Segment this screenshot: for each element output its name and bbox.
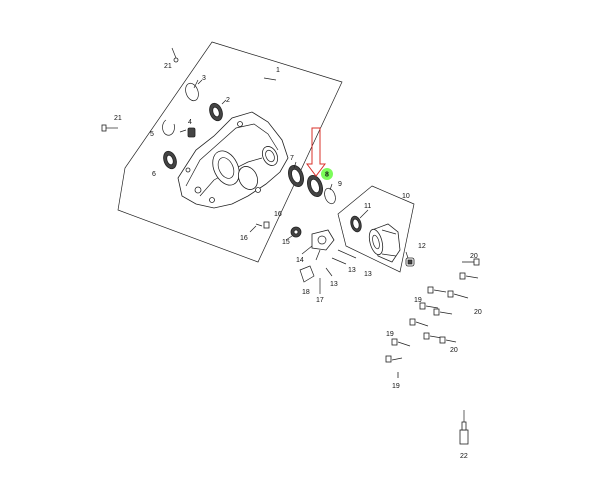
callout-12[interactable]: 12 (418, 243, 426, 250)
part-21-bolt-left[interactable] (101, 124, 118, 132)
part-8-seal[interactable] (305, 173, 326, 198)
callout-6[interactable]: 6 (152, 171, 156, 178)
callout-20-c[interactable]: 20 (450, 347, 458, 354)
part-6-seal[interactable] (161, 149, 178, 170)
highlight-disc (321, 168, 333, 180)
callout-21-b[interactable]: 21 (114, 115, 122, 122)
extension-group-frame (337, 185, 415, 273)
callout-13-b[interactable]: 13 (348, 267, 356, 274)
callout-21-a[interactable]: 21 (164, 63, 172, 70)
part-15-gear[interactable] (290, 226, 302, 238)
highlight-arrow (306, 127, 326, 177)
part-16-bolt[interactable] (255, 221, 270, 229)
callout-17[interactable]: 17 (316, 297, 324, 304)
callout-4[interactable]: 4 (188, 119, 192, 126)
part-12-plug[interactable] (405, 257, 415, 267)
callout-22[interactable]: 22 (460, 453, 468, 460)
callout-19-c[interactable]: 19 (392, 383, 400, 390)
part-4-bushing[interactable] (187, 127, 196, 138)
callout-13-c[interactable]: 13 (330, 281, 338, 288)
callout-8[interactable]: 8 (325, 172, 329, 179)
transfer-case-housing[interactable] (177, 111, 289, 209)
housing-group-frame (117, 41, 343, 263)
callout-labels: 1 2 3 4 5 6 7 8 9 10 11 12 13 13 13 14 1… (114, 63, 482, 460)
part-13-bolts[interactable] (325, 249, 357, 277)
part-9-o-ring[interactable] (323, 187, 338, 205)
callout-7[interactable]: 7 (290, 155, 294, 162)
callout-2[interactable]: 2 (226, 97, 230, 104)
callout-10[interactable]: 10 (402, 193, 410, 200)
part-10-extension-housing[interactable] (367, 223, 401, 263)
part-5-ring[interactable] (162, 119, 175, 136)
callout-19-a[interactable]: 19 (414, 297, 422, 304)
part-7-seal[interactable] (286, 163, 307, 188)
callout-9[interactable]: 9 (338, 181, 342, 188)
part-21-bolt-top[interactable] (171, 47, 179, 63)
part-14-sensor[interactable] (311, 229, 335, 261)
callout-20-b[interactable]: 20 (474, 309, 482, 316)
callout-13-a[interactable]: 13 (364, 271, 372, 278)
callout-20-a[interactable]: 20 (470, 253, 478, 260)
part-18-gasket[interactable] (299, 265, 315, 283)
callout-1[interactable]: 1 (276, 67, 280, 74)
callout-14[interactable]: 14 (296, 257, 304, 264)
part-2-seal[interactable] (207, 99, 227, 123)
part-3-snap-ring[interactable] (183, 79, 203, 103)
part-22-fluid-bottle[interactable] (459, 410, 469, 445)
callout-11[interactable]: 11 (364, 203, 371, 210)
callout-19-b[interactable]: 19 (386, 331, 394, 338)
callout-16-a[interactable]: 16 (240, 235, 248, 242)
callout-5[interactable]: 5 (150, 131, 154, 138)
leader-lines (179, 79, 409, 259)
bolts-set-19-20[interactable] (385, 258, 480, 378)
callout-3[interactable]: 3 (202, 75, 206, 82)
callout-18[interactable]: 18 (302, 289, 310, 296)
callout-15[interactable]: 15 (282, 239, 290, 246)
callout-16-b[interactable]: 16 (274, 211, 282, 218)
part-11-o-ring[interactable] (349, 215, 363, 233)
